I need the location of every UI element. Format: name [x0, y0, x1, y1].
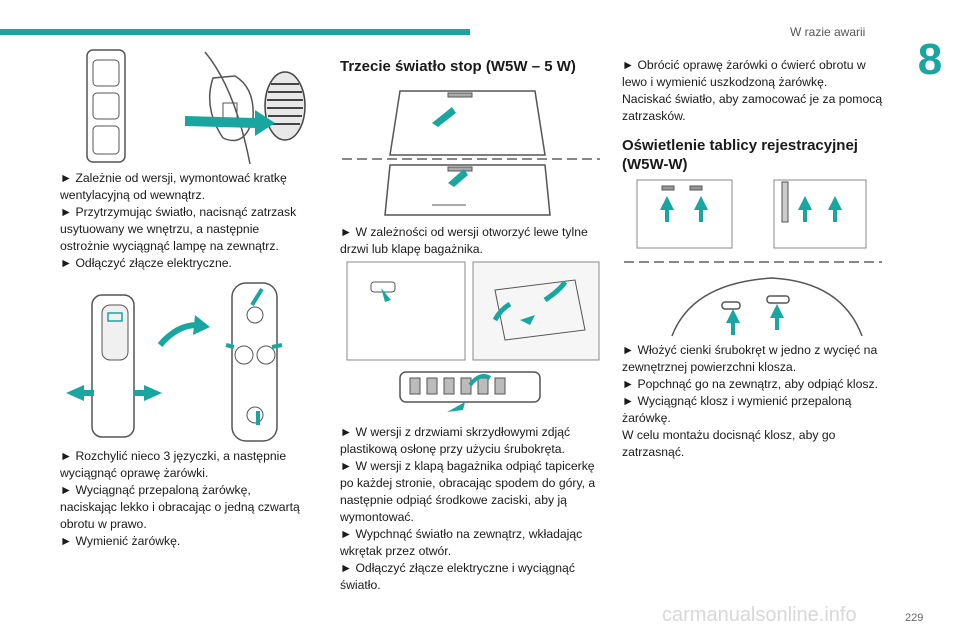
col2-heading-wrap: Trzecie światło stop (W5W – 5 W): [340, 57, 602, 76]
col3-heading-wrap: Oświetlenie tablicy rejestracyjnej (W5W-…: [622, 136, 884, 174]
instruction: ► W wersji z drzwiami skrzydłowymi zdjąć…: [340, 425, 571, 456]
section-title: W razie awarii: [790, 25, 866, 39]
instruction: ► Włożyć cienki śrubokręt w jedno z wyci…: [622, 343, 878, 374]
instruction: ► Wyciągnąć klosz i wymienić przepaloną …: [622, 394, 852, 425]
figure-rear-door-tailgate: [340, 85, 602, 220]
instruction: ► Przytrzymując światło, nacisnąć zatrza…: [60, 205, 297, 253]
instruction: Naciskać światło, aby zamocować je za po…: [622, 92, 883, 123]
figure-plate-light: [622, 178, 884, 340]
watermark: carmanualsonline.info: [662, 604, 857, 626]
col3-text-2: ► Włożyć cienki śrubokręt w jedno z wyci…: [622, 342, 884, 461]
instruction: ► Wypchnąć światło na zewnątrz, wkładają…: [340, 527, 583, 558]
col3-text-1: ► Obrócić oprawę żarówki o ćwierć obrotu…: [622, 57, 884, 125]
header-accent-bar: [0, 29, 470, 35]
col2-text-2: ► W wersji z drzwiami skrzydłowymi zdjąć…: [340, 424, 602, 594]
figure-bulb-holder: [62, 275, 287, 445]
instruction: ► W zależności od wersji otworzyć lewe t…: [340, 225, 588, 256]
instruction: ► Rozchylić nieco 3 języczki, a następni…: [60, 449, 287, 480]
instruction: ► Odłączyć złącze elektryczne i wyciągną…: [340, 561, 575, 592]
col2-text-1: ► W zależności od wersji otworzyć lewe t…: [340, 224, 602, 258]
col1-text-1: ► Zależnie od wersji, wymontować kratkę …: [60, 170, 310, 272]
instruction: ► Obrócić oprawę żarówki o ćwierć obrotu…: [622, 58, 866, 89]
instruction: ► Zależnie od wersji, wymontować kratkę …: [60, 171, 287, 202]
figure-trim-removal: [345, 260, 602, 420]
chapter-number: 8: [917, 35, 943, 84]
figure-vent-grille: [85, 48, 310, 166]
heading-license-plate-lighting: Oświetlenie tablicy rejestracyjnej (W5W-…: [622, 137, 858, 173]
page-number: 229: [905, 612, 924, 624]
instruction: ► Wymienić żarówkę.: [60, 534, 181, 548]
instruction: ► Popchnąć go na zewnątrz, aby odpiąć kl…: [622, 377, 878, 391]
instruction: W celu montażu docisnąć klosz, aby go za…: [622, 428, 836, 459]
instruction: ► Wyciągnąć przepaloną żarówkę, naciskaj…: [60, 483, 300, 531]
heading-third-brake-light: Trzecie światło stop (W5W – 5 W): [340, 58, 576, 75]
col1-text-2: ► Rozchylić nieco 3 języczki, a następni…: [60, 448, 310, 550]
instruction: ► Odłączyć złącze elektryczne.: [60, 256, 232, 270]
instruction: ► W wersji z klapą bagażnika odpiąć tapi…: [340, 459, 596, 524]
